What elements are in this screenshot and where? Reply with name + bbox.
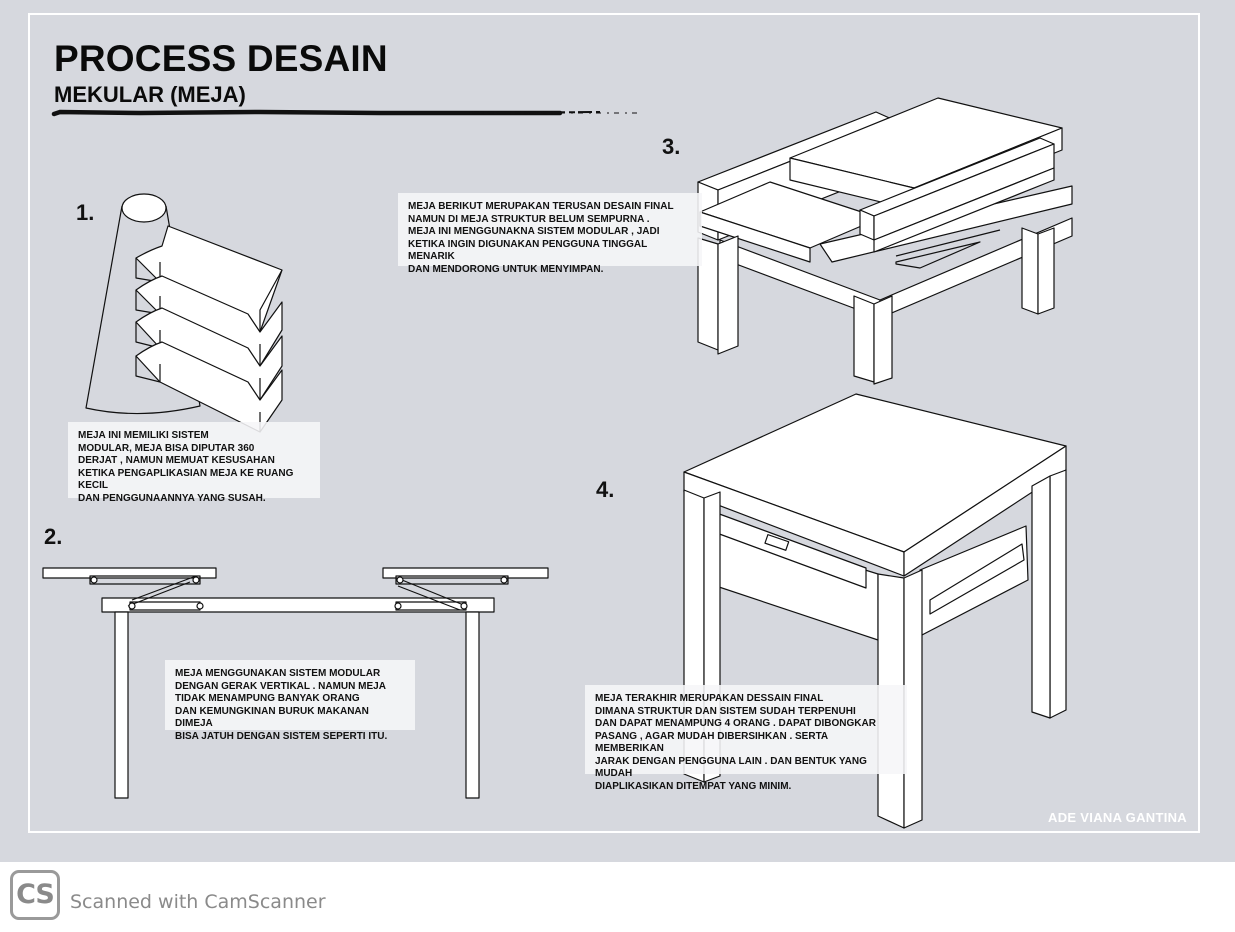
camscanner-watermark-text: Scanned with CamScanner xyxy=(70,891,326,913)
step-2-caption: MEJA MENGGUNAKAN SISTEM MODULAR DENGAN G… xyxy=(165,660,415,742)
title-brush-underline xyxy=(51,109,640,117)
step-3-caption: MEJA BERIKUT MERUPAKAN TERUSAN DESAIN FI… xyxy=(398,193,702,275)
step-1-number: 1. xyxy=(76,200,95,225)
sketch-1-rotating-table xyxy=(85,193,283,433)
sketch-2-folding-table xyxy=(42,567,549,799)
step-4-caption: MEJA TERAKHIR MERUPAKAN DESSAIN FINAL DI… xyxy=(585,685,907,792)
step-4-number: 4. xyxy=(596,477,615,502)
design-sheet: PROCESS DESAIN MEKULAR (MEJA) xyxy=(0,0,1235,862)
step-1-caption: MEJA INI MEMILIKI SISTEM MODULAR, MEJA B… xyxy=(68,422,320,504)
page-title: PROCESS DESAIN xyxy=(54,38,388,79)
step-2-number: 2. xyxy=(44,524,63,549)
step-3-number: 3. xyxy=(662,134,681,159)
camscanner-logo: CS xyxy=(10,870,60,920)
author-credit: ADE VIANA GANTINA xyxy=(1048,810,1187,825)
page-subtitle: MEKULAR (MEJA) xyxy=(54,82,246,107)
sketch-3-modular-sliding-table xyxy=(697,97,1073,385)
sketch-4-final-table xyxy=(683,393,1067,829)
scan-footer xyxy=(0,862,1235,932)
sheet-frame xyxy=(28,13,1200,833)
